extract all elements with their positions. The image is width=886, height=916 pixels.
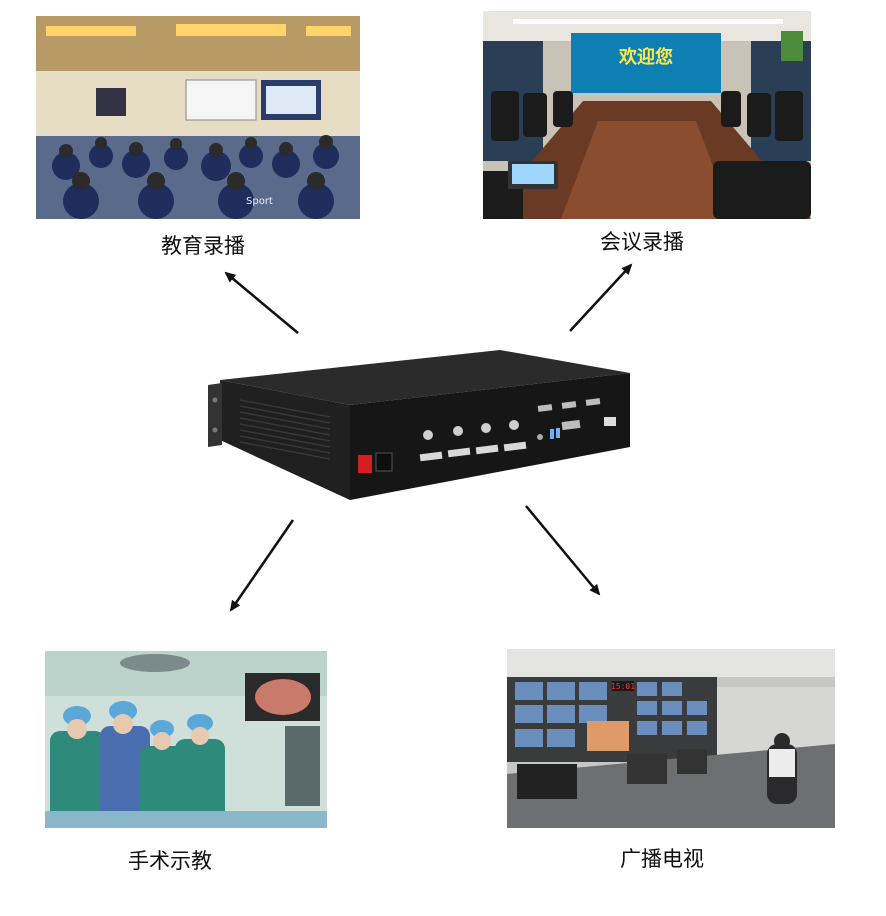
surgery-teaching-caption: 手术示教 [128, 849, 212, 873]
side-vents [239, 399, 331, 460]
surgery-teaching-photo [45, 651, 327, 828]
welcome-screen-text: 欢迎您 [618, 46, 673, 68]
studio-clock-text: 15:01 [611, 682, 635, 691]
arrow-to-conference [569, 263, 633, 332]
education-recording-caption: 教育录播 [161, 234, 245, 258]
power-switch[interactable] [358, 455, 372, 473]
recording-device [200, 345, 640, 510]
device-front-panel [350, 373, 630, 500]
io-ports [537, 417, 616, 440]
conference-recording-photo: 欢迎您 [483, 11, 811, 219]
dvi-ports [419, 441, 527, 462]
arrow-to-education [224, 271, 299, 334]
education-recording-photo: Sport [36, 16, 360, 219]
device-top-panel [220, 350, 630, 405]
broadcast-tv-photo: 15:01 [507, 649, 835, 828]
bnc-connectors [423, 420, 519, 440]
conference-recording-caption: 会议录播 [600, 230, 684, 254]
arrow-to-surgery [229, 519, 295, 612]
jersey-text: Sport [246, 196, 273, 207]
rack-ear [208, 383, 222, 447]
device-left-side [220, 380, 350, 500]
broadcast-tv-caption: 广播电视 [620, 847, 704, 871]
vga-ports [537, 398, 601, 431]
power-socket [375, 452, 393, 472]
arrow-to-broadcast [525, 505, 601, 596]
